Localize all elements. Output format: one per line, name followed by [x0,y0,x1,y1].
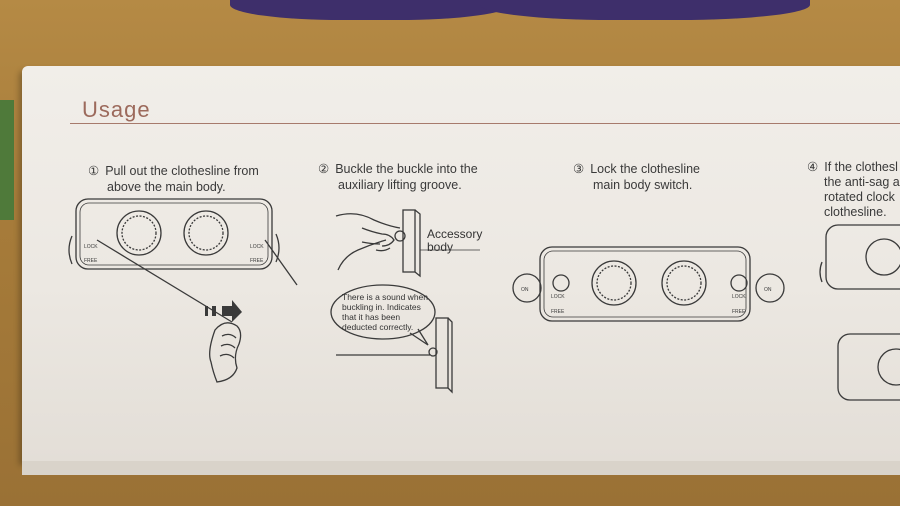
product-box [22,66,900,475]
step-4-text: ④ If the clothesl the anti-sag a rotated … [807,160,900,220]
accessory-body-label: Accessory body [427,228,482,254]
step-1-lock-label: LOCK [84,244,98,250]
step-4-number: ④ [807,160,819,174]
bubble-line-2: buckling in. Indicates [342,302,421,312]
step-3-free-label: FREE [551,309,565,315]
step-1-text: ① Pull out the clothesline from above the… [88,163,259,195]
step-1-line-1: Pull out the clothesline from [105,164,259,178]
step-3-number: ③ [573,162,585,176]
bubble-line-3: that it has been [342,312,401,322]
step-2-line-1: Buckle the buckle into the [335,162,478,176]
heading-divider [70,123,900,124]
step-3-free-label-right: FREE [732,309,746,315]
green-object [0,100,14,220]
accessory-label-line-1: Accessory [427,227,483,241]
step-2-text: ② Buckle the buckle into the auxiliary li… [318,161,478,193]
step-3-lock-label: LOCK [551,294,565,300]
step-1-free-label: FREE [84,258,98,264]
step-4-line-4: clothesline. [824,205,887,219]
accessory-body-illustration [394,209,480,278]
step-4-line-3: rotated clock [824,190,895,204]
section-heading: Usage [82,97,151,122]
pull-direction-arrow-icon [205,300,242,322]
step-1-device-illustration [68,198,298,323]
accessory-label-line-2: body [427,240,454,254]
purple-bag [480,0,810,20]
step-3-switch-label: ON [521,287,529,293]
step-1-number: ① [88,164,100,178]
step-4-line-1: If the clothesl [824,160,898,174]
box-flap [22,461,900,475]
step-2-buckled-illustration [336,317,453,394]
bubble-line-1: There is a sound when [342,292,428,302]
step-1-free-label-right: FREE [250,258,264,264]
step-1-line-2: above the main body. [107,180,226,194]
step-2-hand-illustration [335,213,401,271]
step-3-switch-label-right: ON [764,287,772,293]
step-3-text: ③ Lock the clothesline main body switch. [573,161,700,193]
sound-note-text: There is a sound when buckling in. Indic… [342,292,428,332]
hand-pulling-icon [209,322,242,383]
step-4-device-illustration [819,224,900,401]
step-1-lock-label-right: LOCK [250,244,264,250]
step-3-line-2: main body switch. [593,178,693,192]
purple-bag [230,0,510,20]
step-2-line-2: auxiliary lifting groove. [338,178,462,192]
step-4-line-2: the anti-sag a [824,175,900,189]
sound-note-bubble [330,284,436,346]
step-3-device-illustration [512,246,785,322]
bubble-line-4: deducted correctly. [342,322,414,332]
step-3-line-1: Lock the clothesline [590,162,701,176]
step-2-number: ② [318,162,330,176]
step-3-lock-label-right: LOCK [732,294,746,300]
